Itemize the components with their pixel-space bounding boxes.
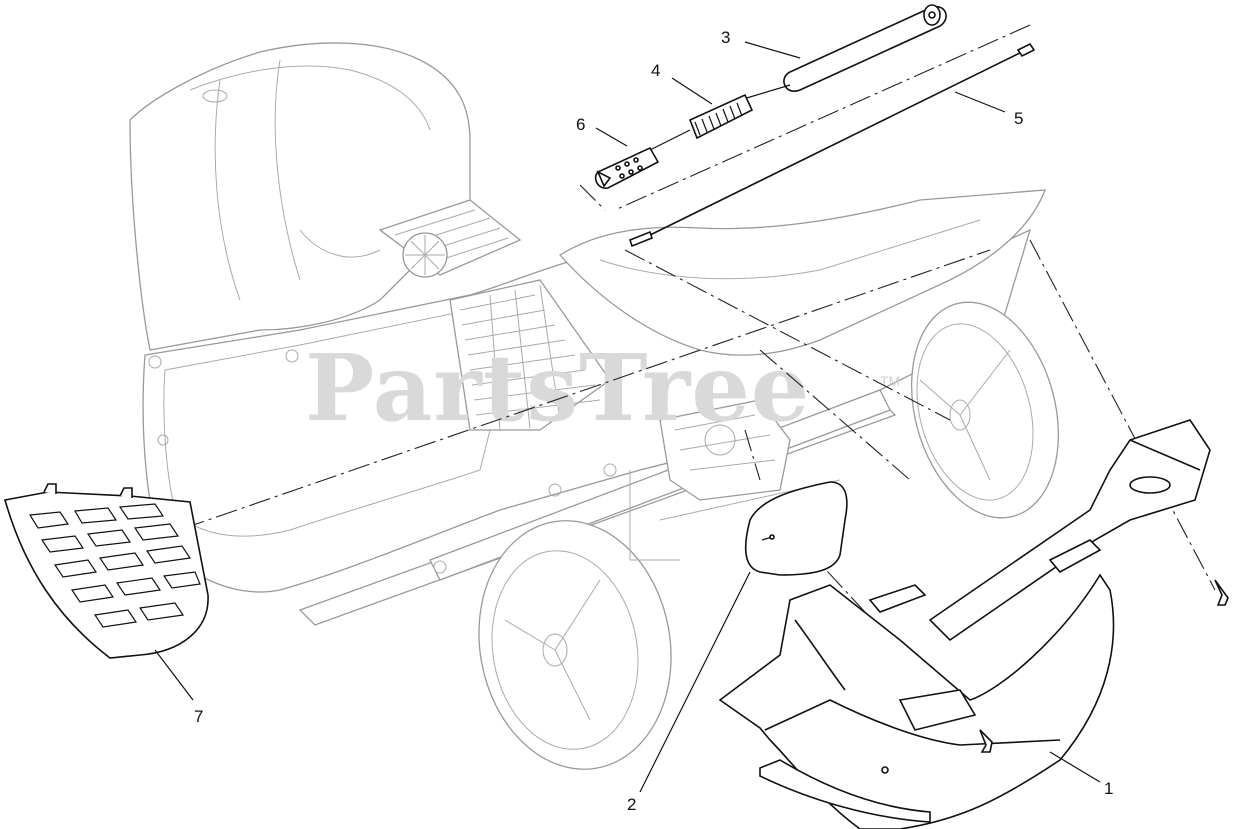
- grille-slots: [28, 503, 201, 628]
- callout-3: 3: [721, 28, 730, 47]
- callout-6: 6: [576, 115, 585, 134]
- leader-6: [595, 127, 628, 147]
- callout-7: 7: [194, 707, 203, 726]
- part-3-sleeve: [783, 4, 947, 92]
- leader-2: [639, 571, 751, 793]
- callout-5: 5: [1014, 109, 1023, 128]
- part-4-spring: [649, 84, 791, 151]
- watermark-trademark: TM: [880, 373, 900, 389]
- callout-labels: 3 4 5 6 7 2 1: [194, 28, 1113, 814]
- engine-block-ghost: [659, 399, 791, 501]
- leader-1: [1049, 751, 1101, 783]
- leader-5: [954, 91, 1006, 113]
- watermark: PartsTree TM: [305, 334, 900, 442]
- part-6-bracket: [594, 146, 660, 189]
- callout-2: 2: [627, 795, 636, 814]
- snowthrower-body-ghost: [129, 42, 1060, 770]
- part-7-grille-cover: [3, 483, 209, 659]
- leader-3: [744, 41, 801, 59]
- watermark-text: PartsTree: [305, 334, 810, 442]
- center-vent-grille: [449, 279, 611, 431]
- front-wheel-ghost: [478, 520, 672, 770]
- part-5-cable: [629, 42, 1036, 248]
- callout-1: 1: [1104, 779, 1113, 798]
- leader-7: [154, 649, 194, 701]
- callout-4: 4: [651, 61, 660, 80]
- part-2-cover-plate: [744, 481, 848, 576]
- upper-vent-grille: [378, 199, 522, 278]
- rear-wheel-ghost: [910, 301, 1060, 519]
- leader-lines: [154, 41, 1101, 793]
- part-1-chute-assembly: [718, 419, 1229, 829]
- leader-4: [671, 77, 713, 105]
